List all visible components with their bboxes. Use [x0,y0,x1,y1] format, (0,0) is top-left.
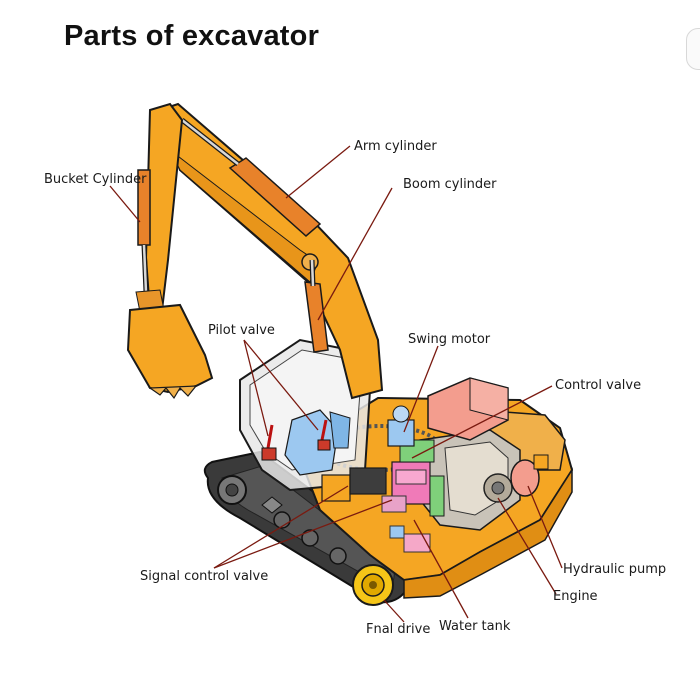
leader-final-drive [383,599,405,623]
label-signal-control-valve: Signal control valve [140,569,268,584]
leader-bucket-cylinder [109,185,141,223]
leader-pilot-valve-2 [243,339,319,431]
label-swing-motor: Swing motor [408,332,491,347]
leader-swing-motor [403,345,439,433]
leader-signal-control-valve-2 [213,499,393,569]
label-pilot-valve: Pilot valve [208,323,275,338]
leader-lines [109,145,563,623]
arm-cylinder [180,118,322,237]
leader-hydraulic-pump [527,485,563,569]
battery-box [349,467,387,495]
hydraulic-pump [510,454,549,497]
leader-pilot-valve-1 [243,339,269,437]
diagram-title: Parts of excavator [64,20,320,52]
label-final-drive: Fnal drive [366,622,430,637]
engine-block [419,429,521,531]
swing-motor [387,405,415,447]
stick-arm [144,102,184,314]
label-boom-cylinder: Boom cylinder [403,177,497,192]
hydraulic-tank [427,377,509,441]
leader-engine [497,497,557,595]
leader-control-valve [411,385,553,459]
label-hydraulic-pump: Hydraulic pump [563,562,666,577]
final-drive [352,564,394,606]
label-arm-cylinder: Arm cylinder [354,139,437,154]
label-water-tank: Water tank [439,619,511,634]
label-control-valve: Control valve [555,378,641,393]
track-assembly [203,450,413,604]
leader-water-tank [413,519,469,619]
leader-signal-control-valve-1 [213,485,349,569]
label-bucket-cylinder: Bucket Cylinder [44,172,147,187]
leader-boom-cylinder [317,187,393,321]
leader-arm-cylinder [285,145,351,199]
label-engine: Engine [553,589,598,604]
bucket [126,303,214,400]
boom-cylinder [304,259,329,353]
